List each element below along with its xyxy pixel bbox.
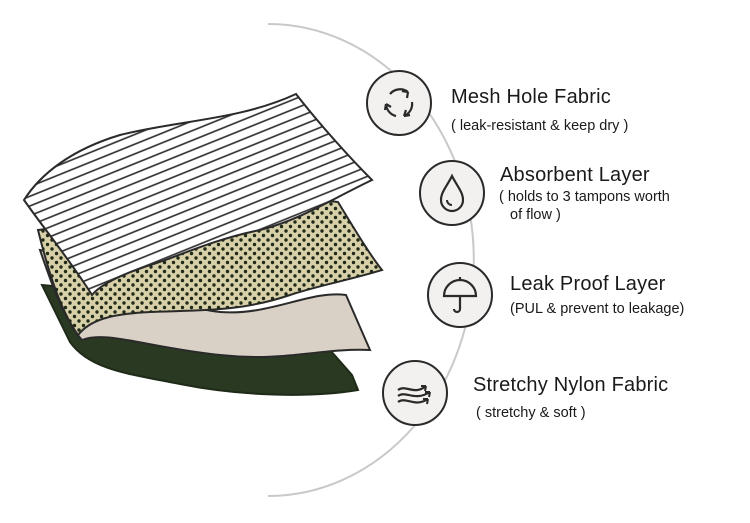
mesh-hole-layer: [22, 92, 374, 297]
absorbent-title: Absorbent Layer: [500, 164, 650, 186]
leakproof-icon-circle: [427, 262, 493, 328]
leakproof-desc: (PUL & prevent to leakage): [510, 301, 685, 317]
absorbent-icon-circle: [419, 160, 485, 226]
nylon-icon-circle: [382, 360, 448, 426]
leakproof-title: Leak Proof Layer: [510, 273, 666, 295]
absorbent-desc-line2: of flow ): [502, 207, 561, 223]
umbrella-icon: [442, 277, 478, 314]
stretch-arrows-icon: [397, 385, 431, 405]
nylon-title: Stretchy Nylon Fabric: [473, 374, 669, 396]
nylon-desc: ( stretchy & soft ): [476, 405, 586, 421]
fabric-layers-illustration: [22, 92, 384, 396]
mesh-title: Mesh Hole Fabric: [451, 86, 611, 108]
water-drop-icon: [439, 173, 465, 213]
absorbent-desc-line1: ( holds to 3 tampons worth: [499, 189, 670, 205]
mesh-desc: ( leak-resistant & keep dry ): [451, 118, 629, 134]
recycle-icon: [383, 88, 414, 118]
mesh-icon-circle: [366, 70, 432, 136]
